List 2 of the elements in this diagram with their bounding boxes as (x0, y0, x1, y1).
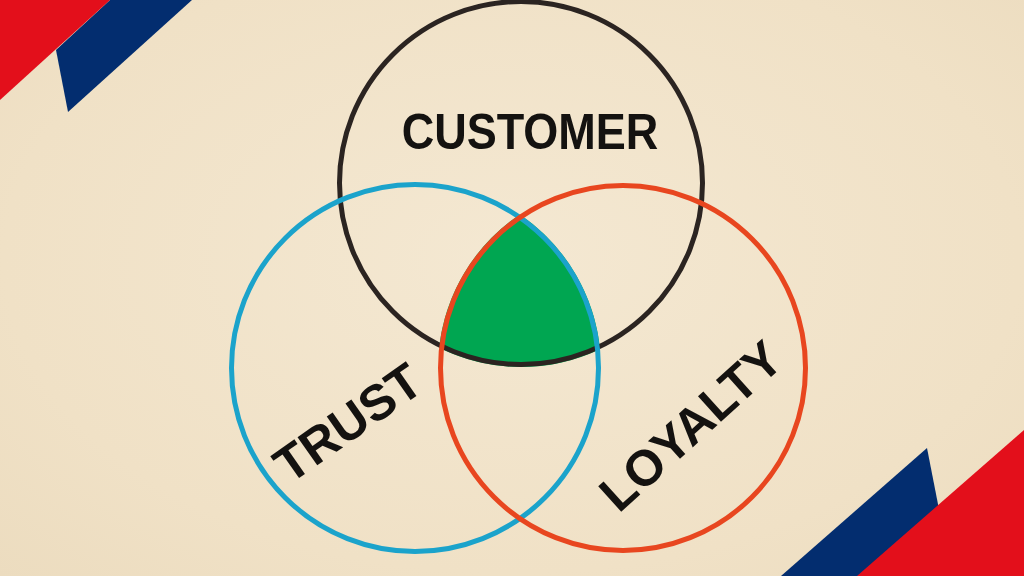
circle-label: CUSTOMER (401, 107, 659, 157)
venn-circle (438, 183, 808, 553)
